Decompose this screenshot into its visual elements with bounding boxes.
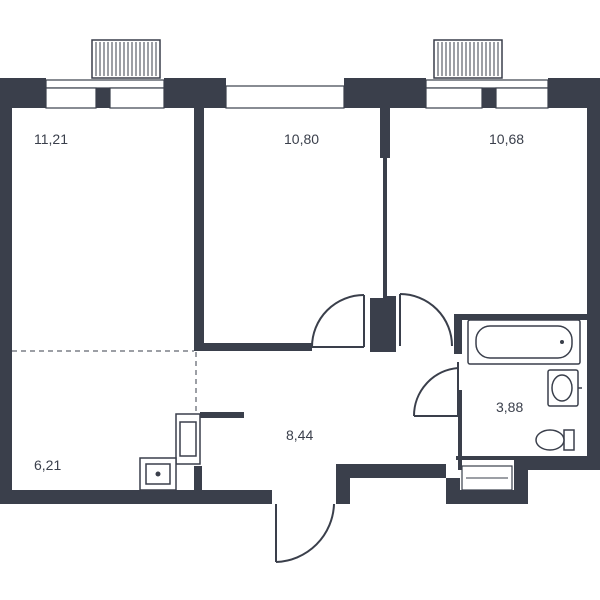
radiator-icon (91, 39, 161, 79)
window (45, 79, 165, 109)
window (461, 465, 513, 491)
stove-icon (139, 413, 201, 491)
door-swing-icon (399, 293, 453, 347)
room-middle-area: 10,80 (284, 131, 319, 147)
kitchen-zone-area: 6,21 (34, 457, 61, 473)
sink-icon (547, 369, 582, 407)
door-swing-icon (311, 294, 365, 348)
window (425, 79, 549, 109)
room-right-area: 10,68 (489, 131, 524, 147)
bathroom-area: 3,88 (496, 399, 523, 415)
hallway-area: 8,44 (286, 427, 313, 443)
interior-wall (194, 108, 587, 496)
door-swing-icon (275, 503, 335, 563)
zone-divider (12, 350, 197, 412)
exterior-wall (0, 78, 600, 504)
door-swing-icon (412, 362, 459, 417)
bathtub-icon (467, 319, 581, 365)
toilet-icon (535, 429, 575, 451)
window (225, 85, 345, 109)
radiator-icon (433, 39, 503, 79)
room-left-area: 11,21 (34, 131, 68, 147)
